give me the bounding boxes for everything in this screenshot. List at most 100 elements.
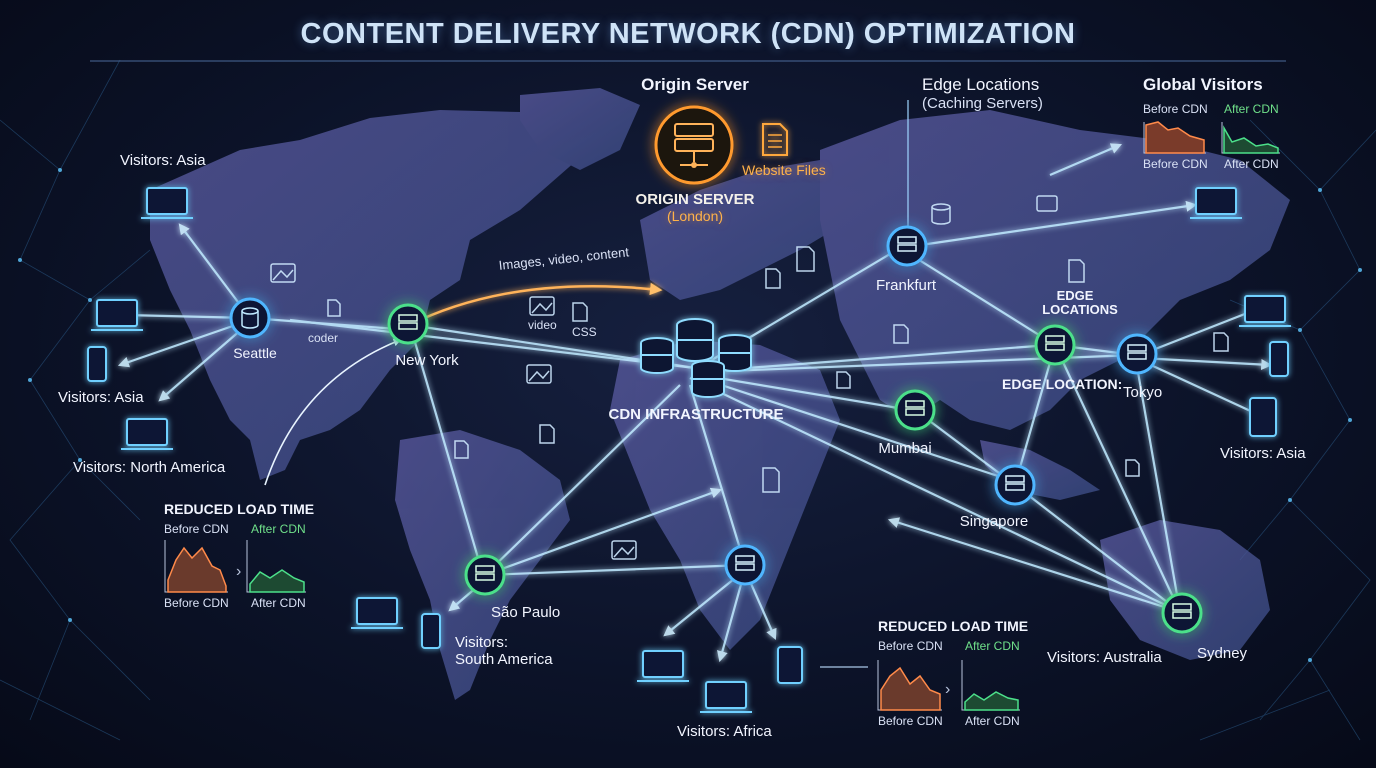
document-icon [539, 424, 555, 444]
node-label-singapore: Singapore [959, 513, 1029, 530]
origin-heading: Origin Server [641, 75, 749, 94]
laptop-icon [700, 681, 752, 713]
laptop-icon [141, 187, 193, 219]
document-icon [1125, 459, 1140, 477]
tablet-icon [1249, 397, 1277, 437]
left-before-cdn-chart [164, 540, 228, 593]
edge-header-title: Edge Locations [922, 75, 1040, 94]
background-dots [18, 168, 1362, 662]
bottom-after-cdn-chart [961, 660, 1020, 711]
seattle-node-icon [229, 297, 271, 339]
global-visitors-before-chart [1143, 121, 1206, 154]
document-icon [327, 299, 341, 317]
reduced-load-pointer [264, 338, 402, 486]
node-label-sao-paulo: São Paulo [491, 604, 561, 621]
cdn-infrastructure-label: CDN INFRASTRUCTURE [608, 406, 784, 423]
phone-icon [87, 346, 107, 382]
left-load-title: REDUCED LOAD TIME [164, 501, 315, 517]
laptop-icon [121, 418, 173, 450]
document-icon [1213, 332, 1229, 352]
content-icons [270, 195, 1229, 560]
node-label-new-york: New York [395, 352, 459, 369]
visitors-south-america-2: South America [455, 651, 553, 668]
global-visitors-before-top: Before CDN [1143, 102, 1208, 116]
visitors-asia-right: Visitors: Asia [1220, 445, 1306, 462]
node-label-edge-locations-1: EDGE [1056, 288, 1094, 303]
africa-landmass [610, 340, 840, 650]
document-icon [836, 371, 851, 389]
origin-server-caption: ORIGIN SERVER [635, 191, 755, 208]
image-file-icon [529, 296, 555, 316]
document-icon [765, 268, 781, 289]
image-file-icon [526, 364, 552, 384]
bottom-after-bottom: After CDN [965, 714, 1020, 728]
laptop-icon [1190, 187, 1242, 219]
laptop-icon [91, 299, 143, 331]
edge-header-subtitle: (Caching Servers) [922, 95, 1043, 112]
bottom-before-bottom: Before CDN [878, 714, 943, 728]
global-visitors-after-bottom: After CDN [1224, 157, 1279, 171]
left-before-bottom: Before CDN [164, 596, 229, 610]
singapore-node-icon [994, 464, 1036, 506]
left-after-cdn-chart [246, 540, 306, 593]
left-before-top: Before CDN [164, 522, 229, 536]
image-file-icon [270, 263, 296, 283]
tablet-icon [777, 646, 803, 684]
tokyo-node-icon [1116, 333, 1158, 375]
image-file-icon [1036, 195, 1058, 212]
bottom-after-top: After CDN [965, 639, 1020, 653]
laptop-icon [637, 650, 689, 682]
bottom-load-title: REDUCED LOAD TIME [878, 618, 1029, 634]
node-label-tokyo: Tokyo [1123, 384, 1163, 401]
document-icon [762, 467, 780, 493]
origin-flow-arrow [419, 282, 663, 322]
cdn-database-cluster-icon [640, 318, 752, 398]
world-map [150, 88, 1290, 700]
image-file-icon [611, 540, 637, 560]
document-icon [796, 246, 815, 272]
global-visitors-title: Global Visitors [1143, 75, 1263, 94]
phone-icon [1269, 341, 1289, 377]
database-icon [931, 203, 951, 225]
document-icon [1068, 259, 1085, 283]
phone-icon [421, 613, 441, 649]
visitors-north-america: Visitors: North America [73, 459, 226, 476]
laptop-icon [351, 597, 403, 629]
laptop-icon [1239, 295, 1291, 327]
left-after-bottom: After CDN [251, 596, 306, 610]
mumbai-node-icon [894, 389, 936, 431]
node-label-frankfurt: Frankfurt [875, 277, 937, 294]
sao-paulo-node-icon [464, 554, 506, 596]
website-files-icon [762, 123, 788, 156]
node-label-seattle: Seattle [233, 345, 277, 361]
visitor-devices [87, 187, 1291, 713]
document-icon [893, 324, 909, 344]
visitors-australia: Visitors: Australia [1047, 649, 1162, 666]
edge-locations-node-icon [1034, 324, 1076, 366]
bottom-before-cdn-chart [877, 660, 942, 711]
visitors-asia-top: Visitors: Asia [120, 152, 206, 169]
node-label-mumbai: Mumbai [878, 440, 932, 457]
node-label-sydney: Sydney [1197, 645, 1248, 662]
bottom-chart-arrow: › [945, 681, 950, 698]
node-label-edge-location: EDGE LOCATION: [1002, 376, 1123, 392]
content-label-video: video [528, 318, 557, 332]
visitors-south-america-1: Visitors: [455, 634, 509, 651]
australia-landmass [1100, 520, 1270, 660]
africa-node-icon [724, 544, 766, 586]
new-york-node-icon [387, 303, 429, 345]
page-title: CONTENT DELIVERY NETWORK (CDN) OPTIMIZAT… [300, 18, 1076, 50]
global-visitors-after-top: After CDN [1224, 102, 1279, 116]
left-chart-arrow: › [236, 563, 241, 580]
visitors-africa: Visitors: Africa [677, 723, 772, 740]
frankfurt-node-icon [886, 225, 928, 267]
content-label-coder: coder [308, 331, 339, 345]
content-label-css: CSS [572, 325, 597, 339]
node-label-edge-locations-2: LOCATIONS [1042, 302, 1118, 317]
bottom-before-top: Before CDN [878, 639, 943, 653]
greenland-landmass [520, 88, 640, 170]
global-visitors-after-chart [1221, 122, 1280, 154]
document-icon [454, 440, 469, 459]
origin-server-icon [654, 105, 734, 185]
